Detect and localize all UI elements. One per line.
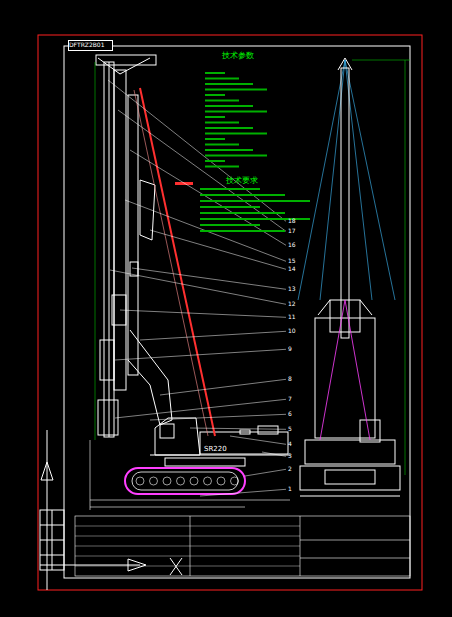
callout-number: 10 xyxy=(288,328,296,335)
callout-number: 9 xyxy=(288,346,292,353)
callout-number: 1 xyxy=(288,486,292,493)
callout-number: 5 xyxy=(288,426,292,433)
callout-number: 3 xyxy=(288,453,292,460)
leader-line xyxy=(140,331,286,340)
leader-line xyxy=(118,110,286,231)
section-heading: 技术参数 xyxy=(222,52,254,61)
leader-line xyxy=(245,469,286,476)
leader-line xyxy=(190,428,286,429)
callout-number: 17 xyxy=(288,228,296,235)
callout-number: 18 xyxy=(288,218,296,225)
tag-text: DFTRZ2B01 xyxy=(69,41,108,48)
leader-line xyxy=(262,452,286,456)
section-heading: 技术要求 xyxy=(226,177,258,186)
leader-line xyxy=(120,310,286,317)
leader-line xyxy=(160,379,286,395)
leader-line xyxy=(125,200,286,261)
callout-number: 13 xyxy=(288,286,296,293)
leader-line xyxy=(115,349,286,360)
callout-number: 16 xyxy=(288,242,296,249)
callout-number: 12 xyxy=(288,301,296,308)
leader-line xyxy=(115,399,286,418)
callout-number: 4 xyxy=(288,441,292,448)
leader-line xyxy=(132,268,286,289)
callout-number: 14 xyxy=(288,266,296,273)
callout-number: 8 xyxy=(288,376,292,383)
callout-number: 11 xyxy=(288,314,296,321)
callout-number: 15 xyxy=(288,258,296,265)
leader-line xyxy=(130,150,286,245)
model-mark: SR220 xyxy=(204,446,227,454)
callout-number: 2 xyxy=(288,466,292,473)
drawing-tag: DFTRZ2B01 xyxy=(68,40,113,51)
leader-line xyxy=(230,436,286,444)
leader-line xyxy=(110,270,286,304)
leader-line xyxy=(150,414,286,420)
callout-number: 6 xyxy=(288,411,292,418)
leader-line xyxy=(150,230,286,269)
callout-number: 7 xyxy=(288,396,292,403)
leader-line xyxy=(200,489,286,496)
